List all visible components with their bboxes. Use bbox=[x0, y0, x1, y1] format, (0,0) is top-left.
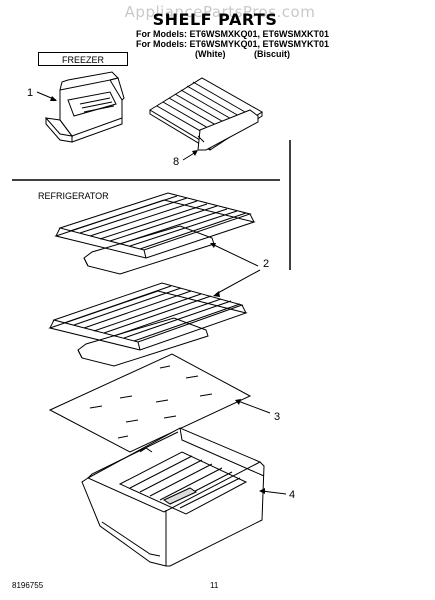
callout-4: 4 bbox=[289, 489, 296, 501]
doc-number: 8196755 bbox=[12, 581, 44, 590]
variant-biscuit: (Biscuit) bbox=[254, 49, 290, 59]
callout-2: 2 bbox=[263, 258, 270, 270]
page-title: SHELF PARTS bbox=[152, 10, 278, 29]
freezer-bin-part bbox=[44, 71, 125, 143]
leader-2-upper bbox=[211, 243, 259, 267]
callout-3: 3 bbox=[274, 411, 281, 423]
freezer-shelf-part bbox=[149, 77, 263, 151]
leader-3 bbox=[237, 400, 271, 414]
leader-2-upper-arrow bbox=[210, 243, 216, 248]
freezer-section-label: FREEZER bbox=[38, 52, 128, 66]
refrigerator-section-label: REFRIGERATOR bbox=[38, 191, 109, 201]
model-line-1: For Models: ET6WSMXKQ01, ET6WSMXKT01 bbox=[136, 29, 330, 39]
watermark: AppliancePartsPros.com bbox=[124, 3, 316, 21]
model-list: For Models: ET6WSMXKQ01, ET6WSMXKT01 For… bbox=[136, 29, 329, 49]
leader-8-arrow bbox=[192, 150, 198, 156]
leader-4 bbox=[261, 490, 287, 495]
glass-cover-part bbox=[48, 353, 252, 453]
callout-1: 1 bbox=[27, 87, 34, 99]
page-number: 11 bbox=[210, 581, 219, 590]
leader-2-lower bbox=[215, 269, 261, 295]
variant-white: (White) bbox=[195, 49, 226, 59]
refrigerator-shelf-upper-part bbox=[54, 192, 256, 275]
leader-2-lower-arrow bbox=[213, 291, 220, 297]
crisper-drawer-part bbox=[81, 427, 265, 567]
model-line-2: For Models: ET6WSMYKQ01, ET6WSMYKT01 bbox=[136, 39, 330, 49]
refrigerator-shelf-lower-part bbox=[48, 282, 248, 367]
leader-4-arrow bbox=[259, 488, 265, 494]
callout-8: 8 bbox=[173, 156, 180, 168]
leader-3-arrow bbox=[235, 399, 241, 405]
leader-1-arrow bbox=[50, 96, 57, 101]
